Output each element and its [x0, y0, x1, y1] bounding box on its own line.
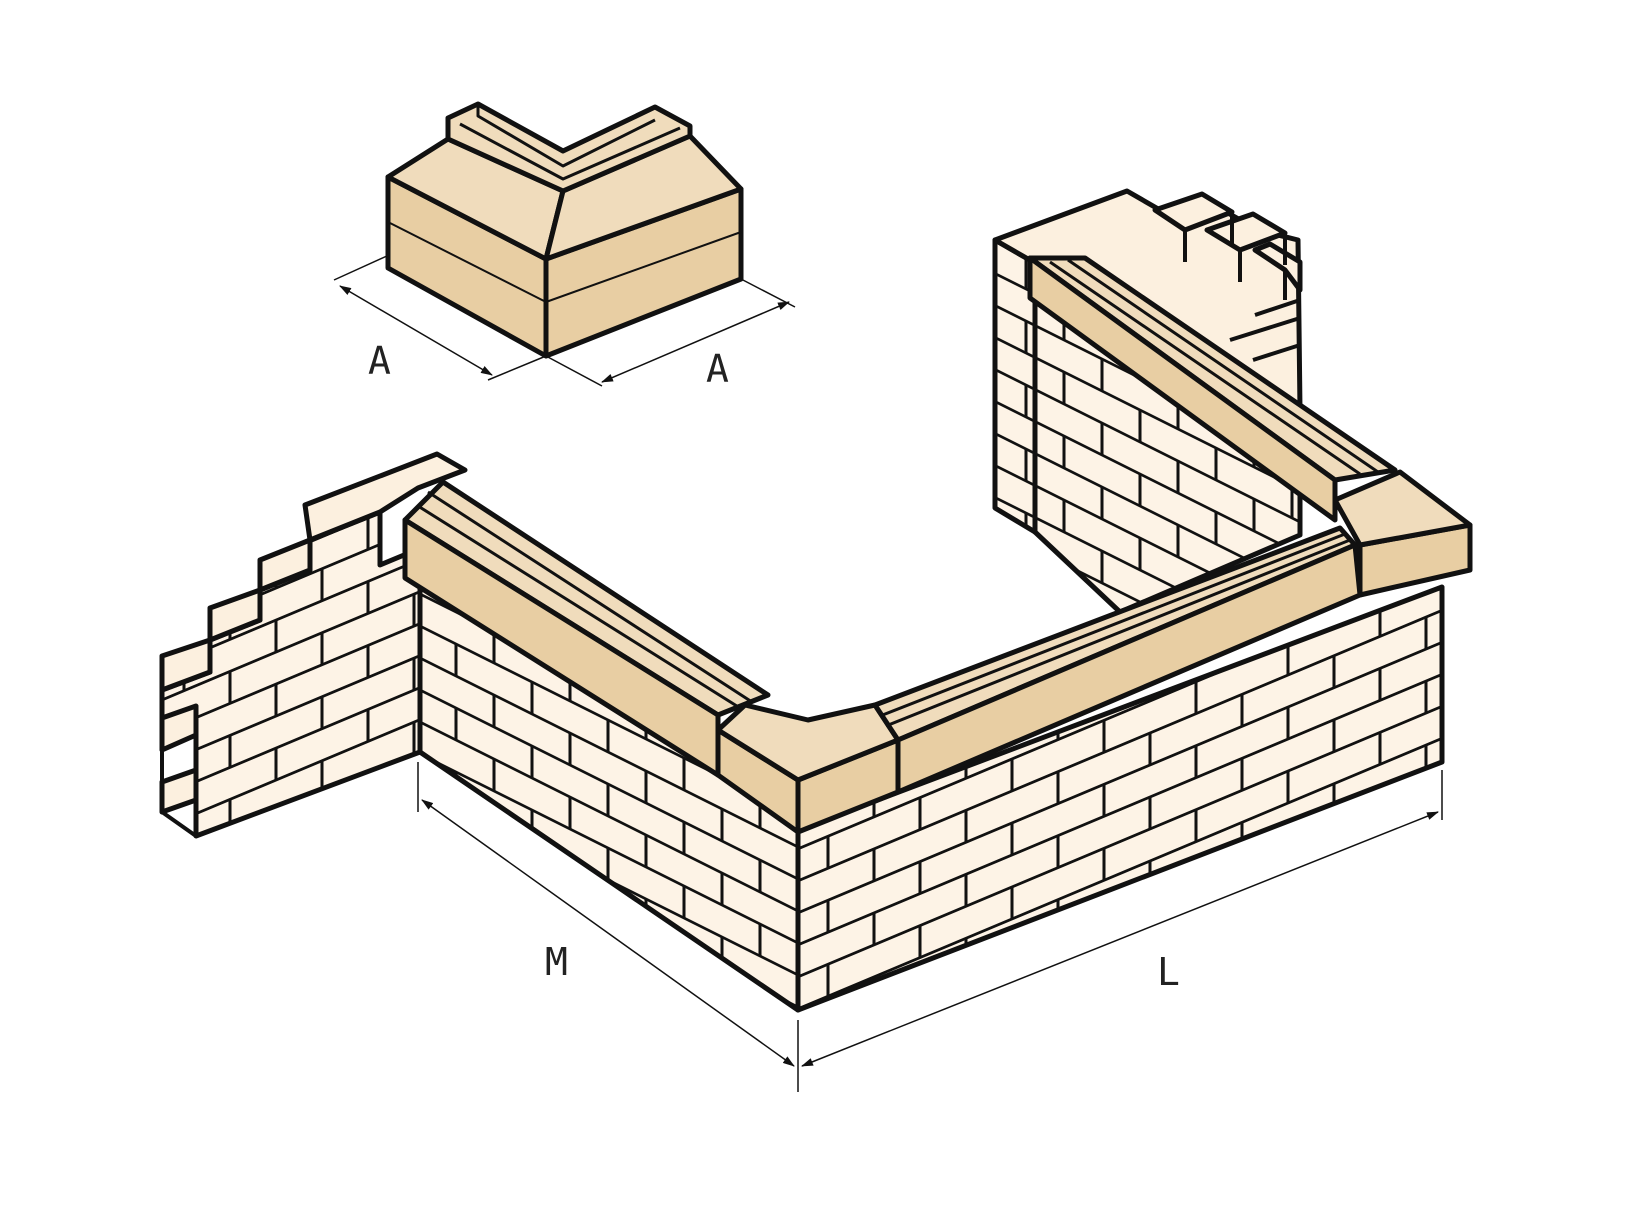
coping-right-corner-top: [1332, 469, 1473, 548]
dimension-line-l: [801, 811, 1439, 1067]
coping-stones: [402, 255, 1473, 835]
corner-coping-piece: [385, 101, 744, 359]
left-step-1: [257, 537, 313, 593]
wall-dimensions: [417, 762, 1443, 1092]
left-step-2: [207, 587, 263, 643]
label-l: L: [1157, 950, 1180, 994]
brick-end-3: [1252, 241, 1303, 293]
corner-piece-dimensions: [333, 254, 796, 387]
left-stepped-wall: [159, 451, 468, 839]
label-a-right: A: [706, 347, 729, 391]
corner-piece-ridge: [445, 101, 693, 194]
left-step-5: [159, 767, 199, 815]
dimension-line-a-right: [601, 301, 790, 383]
dimension-line-a-left: [339, 285, 493, 376]
dimension-line-m: [421, 799, 795, 1067]
left-step-3: [159, 637, 213, 693]
coping-back-side: [1027, 255, 1338, 523]
label-m: M: [545, 940, 568, 984]
label-a-left: A: [368, 339, 391, 383]
